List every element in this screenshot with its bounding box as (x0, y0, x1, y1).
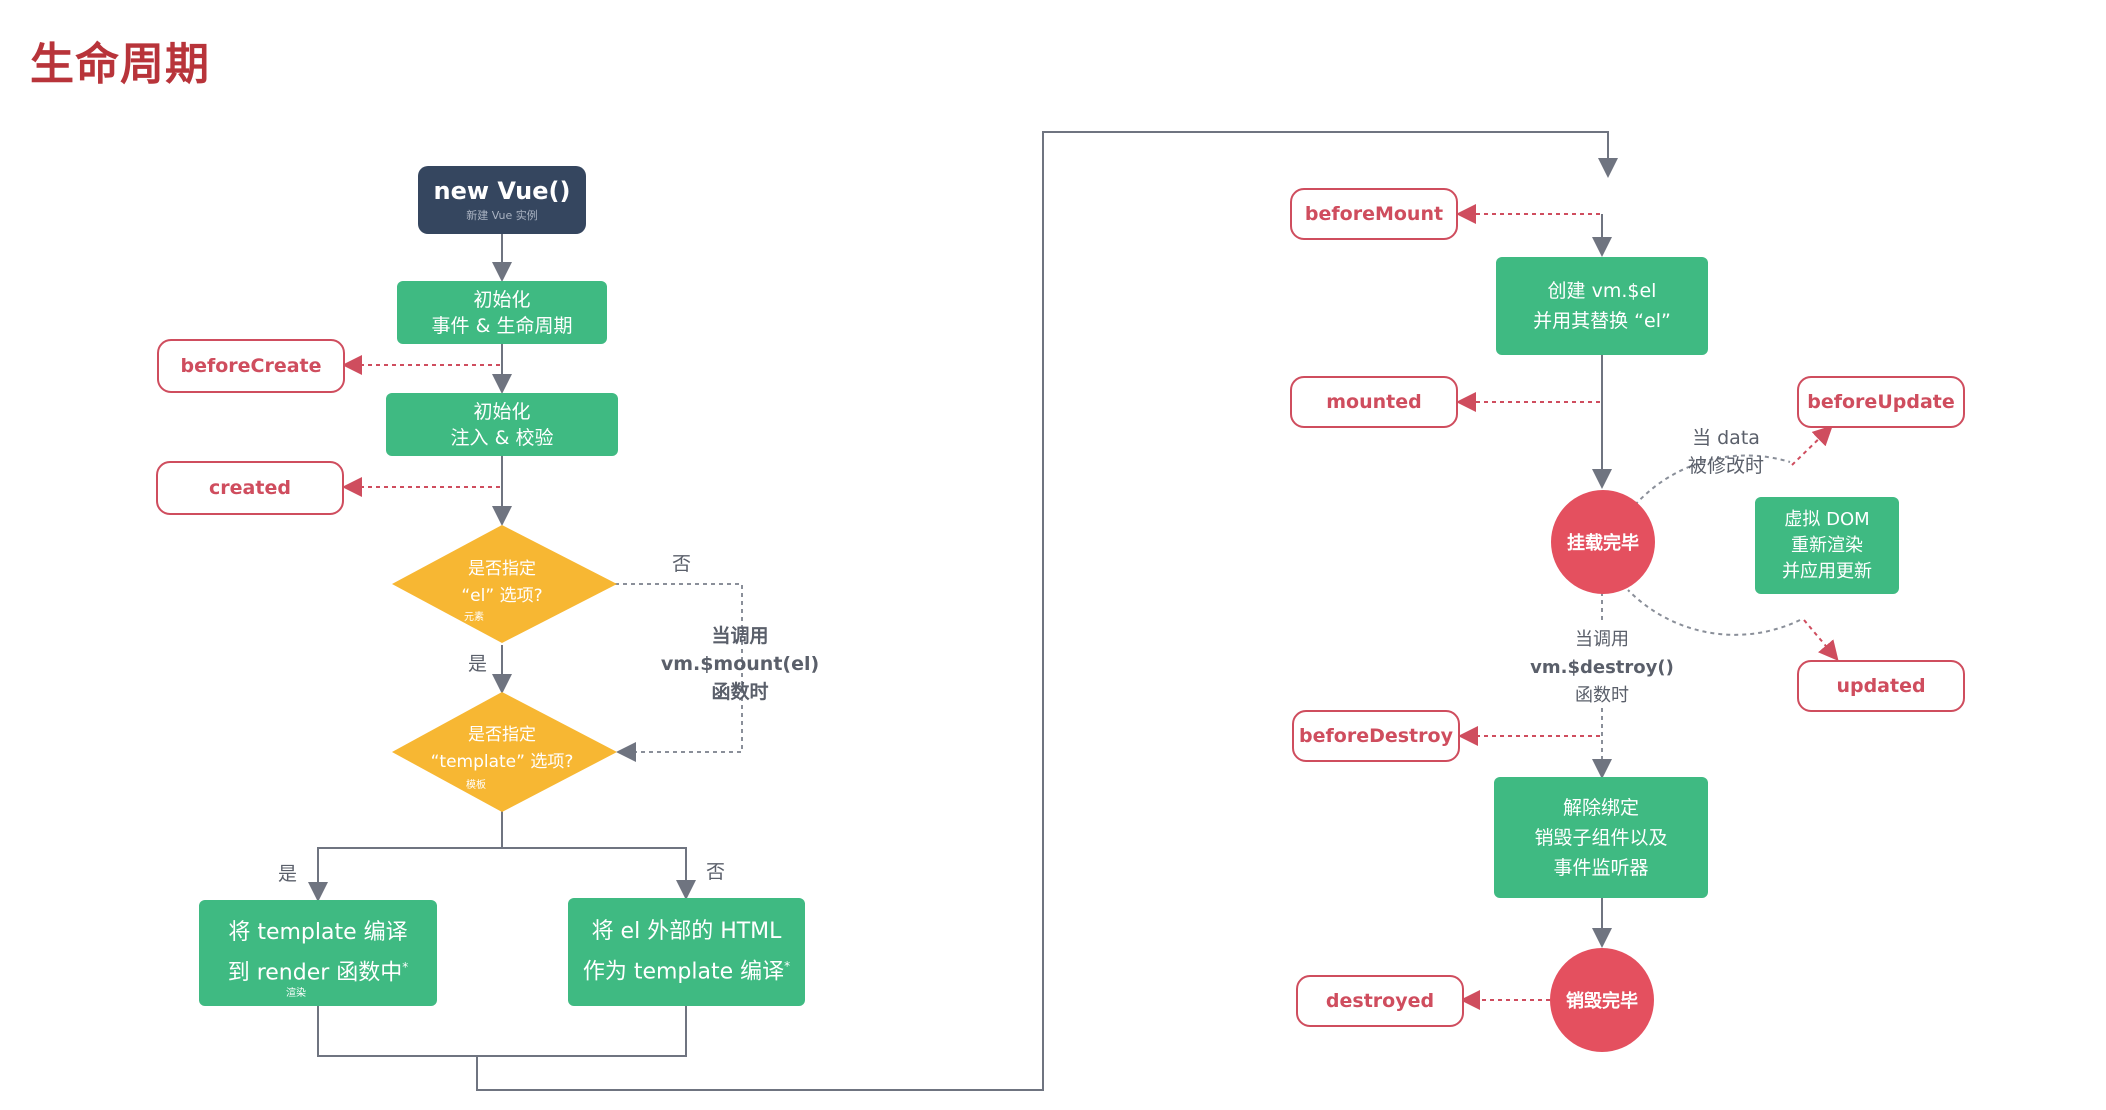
mount-call-line3: 函数时 (711, 681, 769, 703)
hook-beforeCreate: beforeCreate (157, 339, 345, 393)
compile-template-note: 渲染 (286, 988, 306, 999)
create-el-line2: 并用其替换 “el” (1533, 310, 1671, 332)
decision-template-note: 模板 (466, 780, 486, 791)
init-events-node: 初始化 事件 & 生命周期 (397, 281, 607, 344)
new-vue-sub: 新建 Vue 实例 (466, 209, 538, 222)
teardown-line3: 事件监听器 (1553, 856, 1649, 879)
label-yes-el: 是 (468, 653, 488, 675)
label-no-el: 否 (672, 553, 692, 575)
page-title: 生命周期 (30, 39, 210, 90)
new-vue-node: new Vue() 新建 Vue 实例 (418, 166, 586, 234)
init-inject-line2: 注入 & 校验 (450, 426, 554, 449)
destroy-call-line3: 函数时 (1575, 685, 1629, 706)
mount-call-line2: vm.$mount(el) (660, 653, 820, 675)
decision-template-text: 是否指定 “template” 选项? (392, 722, 612, 776)
init-events-line2: 事件 & 生命周期 (431, 314, 573, 337)
data-change-line1: 当 data (1692, 427, 1760, 449)
compile-el-line1: 将 el 外部的 HTML (591, 918, 782, 944)
compile-template-line2-text: 到 render 函数中 (227, 960, 403, 986)
init-inject-node: 初始化 注入 & 校验 (386, 393, 618, 456)
label-yes-template: 是 (278, 863, 298, 885)
destroy-call-line1: 当调用 (1575, 629, 1629, 650)
decision-el-line1: 是否指定 (468, 559, 536, 579)
teardown-line1: 解除绑定 (1562, 796, 1639, 819)
diamond-el (392, 525, 617, 643)
rerender-line3: 并应用更新 (1782, 560, 1872, 582)
rerender-node: 虚拟 DOM 重新渲染 并应用更新 (1755, 497, 1899, 594)
create-el-node: 创建 vm.$el 并用其替换 “el” (1496, 257, 1708, 355)
compile-el-line2-text: 作为 template 编译 (582, 959, 785, 985)
compile-template-line2: 到 render 函数中* (228, 950, 409, 990)
data-change-line2: 被修改时 (1687, 455, 1764, 477)
init-inject-line1: 初始化 (473, 400, 531, 423)
compile-el-line2: 作为 template 编译* (583, 949, 790, 989)
mount-call-label: 当调用 vm.$mount(el) 函数时 (660, 622, 820, 706)
decision-el-line2: “el” 选项? (461, 586, 543, 606)
rerender-line1: 虚拟 DOM (1784, 508, 1870, 530)
data-change-label: 当 data 被修改时 (1670, 424, 1782, 480)
decision-template-line2: “template” 选项? (430, 752, 574, 772)
destroyed-state-circle: 销毁完毕 (1550, 948, 1654, 1052)
compile-el-node: 将 el 外部的 HTML 作为 template 编译* (568, 898, 805, 1006)
init-events-line1: 初始化 (473, 288, 531, 311)
mount-call-line1: 当调用 (711, 625, 769, 647)
compile-template-line1: 将 template 编译 (228, 919, 408, 945)
create-el-line1: 创建 vm.$el (1547, 280, 1657, 302)
teardown-line2: 销毁子组件以及 (1534, 826, 1668, 849)
label-no-template: 否 (706, 861, 726, 883)
hook-created: created (156, 461, 344, 515)
hook-beforeMount: beforeMount (1290, 188, 1458, 240)
diamond-template (392, 692, 617, 812)
teardown-node: 解除绑定 销毁子组件以及 事件监听器 (1494, 777, 1708, 898)
compile-el-star: * (784, 958, 791, 973)
decision-el-text: 是否指定 “el” 选项? (402, 556, 602, 610)
hook-destroyed: destroyed (1296, 975, 1464, 1027)
rerender-line2: 重新渲染 (1791, 534, 1863, 556)
new-vue-label: new Vue() (433, 177, 571, 205)
hook-beforeUpdate: beforeUpdate (1797, 376, 1965, 428)
decision-el-note: 元素 (464, 612, 484, 623)
mounted-state-circle: 挂载完毕 (1551, 490, 1655, 594)
destroy-call-label: 当调用 vm.$destroy() 函数时 (1530, 626, 1674, 710)
hook-updated: updated (1797, 660, 1965, 712)
decision-template-line1: 是否指定 (468, 725, 536, 745)
compile-template-star: * (402, 959, 409, 974)
compile-template-node: 将 template 编译 到 render 函数中* (199, 900, 437, 1006)
destroy-call-line2: vm.$destroy() (1530, 657, 1674, 678)
hook-beforeDestroy: beforeDestroy (1292, 710, 1460, 762)
hook-mounted: mounted (1290, 376, 1458, 428)
